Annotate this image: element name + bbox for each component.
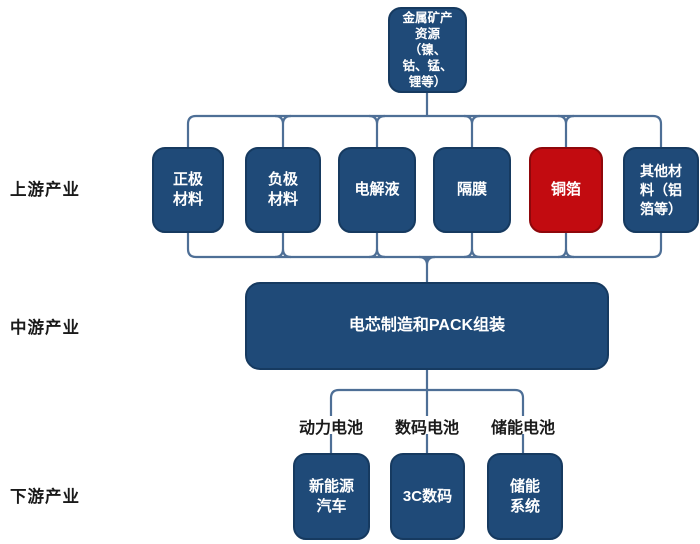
connector-top-drop-5	[557, 114, 575, 147]
category-label-energy-storage-battery: 储能电池	[490, 420, 555, 437]
connector-merge-up-4	[463, 233, 481, 259]
node-energy-storage-system: 储能 系统	[487, 453, 563, 540]
node-3c-digital: 3C数码	[390, 453, 465, 540]
connector-merge-up-3	[368, 233, 386, 259]
node-cell-manufacturing-pack-assembly: 电芯制造和PACK组装	[245, 282, 609, 370]
connector-bottom-rail	[329, 388, 525, 416]
category-label-digital-battery: 数码电池	[394, 420, 459, 437]
stage-label-midstream: 中游产业	[10, 319, 80, 337]
node-copper-foil-highlighted: 铜箔	[529, 147, 603, 233]
stage-label-upstream: 上游产业	[10, 181, 80, 199]
category-label-power-battery: 动力电池	[298, 420, 363, 437]
node-anode-materials: 负极 材料	[245, 147, 321, 233]
stage-label-downstream: 下游产业	[10, 488, 80, 506]
connector-merge-up-5	[557, 233, 575, 259]
node-electrolyte: 电解液	[338, 147, 416, 233]
connector-mid-feed	[418, 255, 436, 282]
connector-top-drop-2	[274, 114, 292, 147]
connector-top-drop-4	[463, 114, 481, 147]
connector-top-drop-3	[368, 114, 386, 147]
node-new-energy-vehicles: 新能源 汽车	[293, 453, 370, 540]
node-other-materials: 其他材 料（铝 箔等）	[623, 147, 699, 233]
node-separator: 隔膜	[433, 147, 511, 233]
node-metal-mineral-resources: 金属矿产 资源 （镍、 钴、锰、 锂等）	[388, 7, 467, 93]
connector-merge-rail	[186, 233, 663, 259]
connector-top-rail	[186, 114, 663, 147]
connector-merge-up-2	[274, 233, 292, 259]
node-cathode-materials: 正极 材料	[152, 147, 224, 233]
